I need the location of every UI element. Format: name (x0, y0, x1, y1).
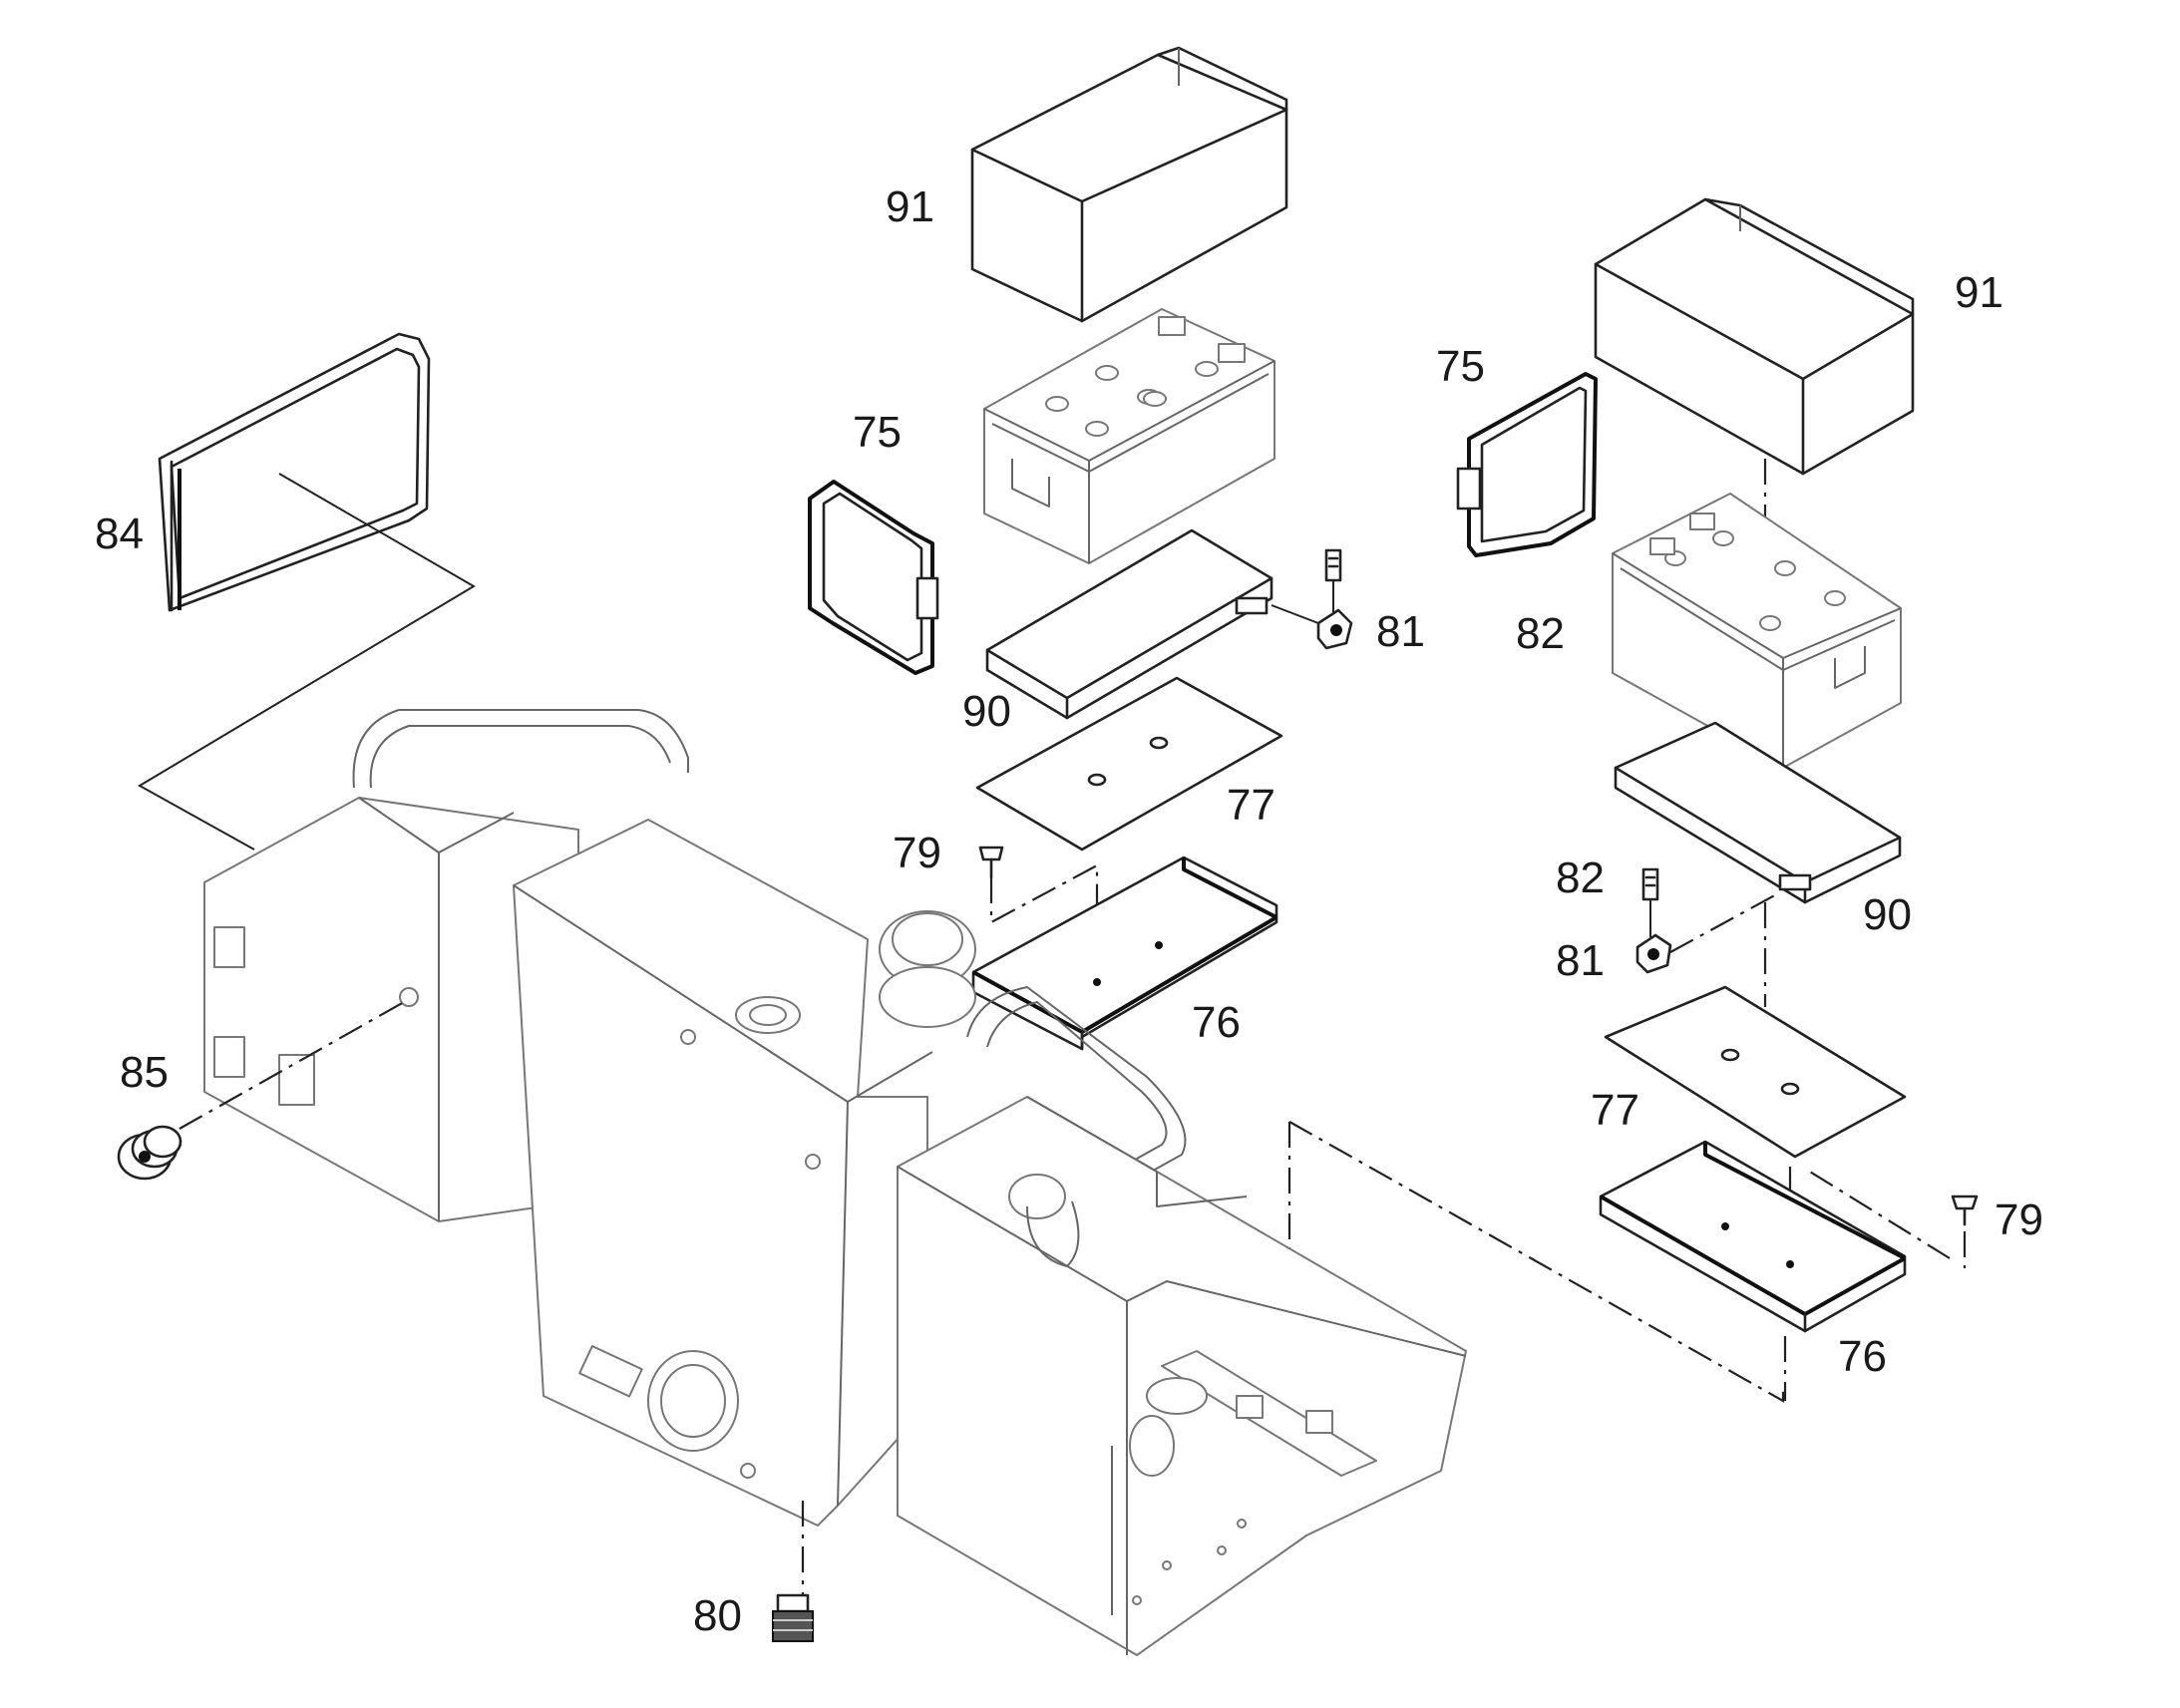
battery-frame-left (808, 480, 939, 675)
callout-90-right: 90 (1863, 890, 1912, 939)
callout-81-left: 81 (1376, 607, 1425, 656)
callout-79-right: 79 (1995, 1196, 2043, 1244)
insulating-sheet-right (1604, 985, 1907, 1159)
terminal-connector-right (1635, 867, 1781, 1007)
drain-fitting (772, 1593, 814, 1642)
insulating-sheet-left (975, 676, 1283, 852)
callout-91-right: 91 (1955, 268, 2003, 317)
callout-85: 85 (120, 1048, 169, 1097)
battery-right (1612, 493, 1902, 769)
callout-77-right: 77 (1591, 1086, 1639, 1135)
battery-cover-box-right (1594, 197, 1915, 476)
callout-82-right: 82 (1556, 854, 1605, 902)
callout-77-left: 77 (1227, 781, 1275, 830)
callout-76-left: 76 (1192, 998, 1241, 1047)
screw-right (1804, 1168, 1979, 1268)
callout-81-right: 81 (1556, 936, 1605, 985)
callout-75-right: 75 (1436, 342, 1485, 391)
battery-left (983, 308, 1275, 564)
battery-tray-right (1599, 1140, 1907, 1401)
callout-84: 84 (95, 510, 144, 558)
callout-76-right: 76 (1838, 1332, 1887, 1381)
callout-90-left: 90 (962, 687, 1011, 736)
battery-housing (203, 709, 1467, 1656)
callout-79-left: 79 (893, 829, 941, 877)
battery-frame-right (1456, 372, 1598, 557)
callout-80: 80 (693, 1591, 742, 1640)
assembly-guide-line (1288, 1121, 1785, 1403)
terminal-connector-left (1271, 548, 1353, 650)
callout-91-left: 91 (886, 182, 934, 231)
battery-cover-box-left (970, 46, 1288, 323)
battery-plate-left (985, 528, 1273, 720)
callout-82-left: 82 (1516, 609, 1565, 658)
battery-plate-right (1614, 721, 1902, 904)
plug-part (117, 987, 419, 1181)
gasket-frame (137, 332, 476, 851)
callout-75-left: 75 (853, 408, 902, 457)
